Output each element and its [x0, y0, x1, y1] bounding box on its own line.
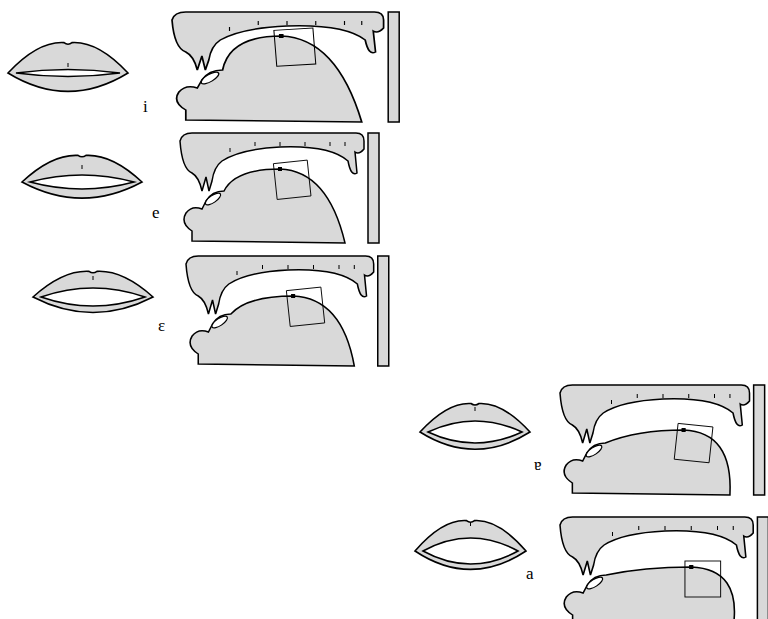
vowel-box — [685, 561, 721, 597]
palate-tick — [637, 394, 638, 398]
lips-shape — [415, 521, 526, 570]
lip-mark — [68, 63, 69, 67]
palate-tick — [286, 21, 287, 25]
lower-lip-gap — [199, 70, 221, 86]
palate-tick — [662, 394, 663, 398]
pharynx-wall — [388, 12, 399, 122]
vowel-panel — [22, 133, 379, 243]
tongue-shape — [177, 36, 362, 122]
palate-tick — [338, 265, 339, 269]
tongue-point — [279, 34, 284, 38]
palate-tick — [330, 142, 331, 146]
palate-tick — [729, 394, 730, 398]
pharynx-wall — [378, 256, 389, 366]
vowel-symbol: a — [526, 565, 534, 582]
palate-tick — [345, 142, 346, 146]
lip-mark — [470, 522, 471, 526]
palate-tick — [280, 142, 281, 146]
tongue-shape — [564, 567, 734, 619]
vowel-symbol: ɛ — [158, 317, 165, 334]
palate-tick — [344, 21, 345, 25]
pharynx-wall — [757, 517, 768, 619]
midsagittal-section — [180, 133, 364, 243]
palate-tick — [688, 394, 689, 398]
vowel-box — [274, 28, 316, 66]
lower-lip-gap — [204, 191, 223, 207]
palate-tick — [691, 526, 692, 530]
vowel-box — [674, 423, 713, 462]
vowel-box — [286, 287, 324, 326]
palate-tick — [354, 265, 355, 269]
palate-tick — [236, 271, 237, 275]
tongue-point — [291, 294, 295, 298]
midsagittal-section — [186, 256, 374, 366]
palate-tick — [714, 394, 715, 398]
palate-tick — [287, 265, 288, 269]
palate-tick — [733, 526, 734, 530]
midsagittal-section — [172, 12, 384, 122]
palate-tick — [230, 148, 231, 152]
tongue-point — [682, 428, 686, 432]
vowel-symbol: i — [143, 98, 148, 115]
vowel-symbol: ɐ — [534, 456, 542, 473]
pharynx-wall — [368, 133, 379, 243]
palate-tick — [361, 21, 362, 25]
midsagittal-section — [560, 385, 750, 495]
palate-tick — [638, 526, 639, 530]
palate-tick — [315, 21, 316, 25]
vowel-panel — [420, 385, 765, 495]
palate-tick — [255, 142, 256, 146]
palate-tick — [305, 142, 306, 146]
palate-tick — [612, 532, 613, 536]
vowel-panel — [8, 12, 399, 122]
palate-tick — [717, 526, 718, 530]
palate-tick — [258, 21, 259, 25]
tongue-shape — [184, 169, 345, 243]
palate-tick — [229, 27, 230, 31]
lips-shape — [33, 271, 153, 312]
lower-lip-gap — [210, 314, 229, 330]
vowel-box — [273, 160, 311, 199]
midsagittal-section — [560, 517, 753, 619]
lips-shape — [420, 403, 530, 449]
tongue-point — [689, 565, 693, 569]
vowel-panel — [33, 256, 389, 366]
lip-mark — [82, 165, 83, 169]
palate-shape — [560, 517, 753, 575]
pharynx-wall — [754, 385, 765, 495]
palate-tick — [611, 400, 612, 404]
palate-tick — [313, 265, 314, 269]
palate-tick — [664, 526, 665, 530]
vowel-panel — [415, 517, 768, 619]
lips-shape — [8, 43, 128, 92]
lower-lip-gap — [585, 575, 605, 591]
lips-shape — [22, 155, 142, 198]
lip-mark — [475, 407, 476, 411]
tongue-point — [278, 167, 282, 171]
palate-tick — [262, 265, 263, 269]
vowel-symbol: e — [152, 204, 160, 221]
tongue-shape — [190, 296, 354, 366]
lower-lip-gap — [584, 443, 603, 459]
lip-mark — [93, 276, 94, 280]
